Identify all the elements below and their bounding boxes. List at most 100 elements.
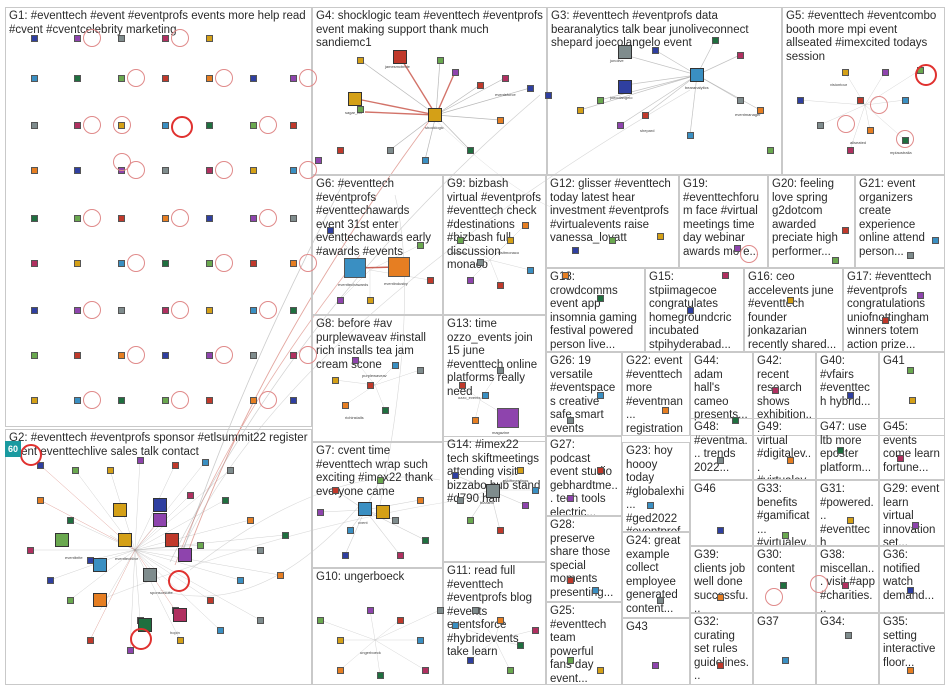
cvent-logo[interactable] xyxy=(358,502,372,516)
vertex[interactable] xyxy=(452,472,459,479)
vertex[interactable] xyxy=(882,317,889,324)
isolate-vertex[interactable] xyxy=(118,35,125,42)
vertex[interactable] xyxy=(907,252,914,259)
vertex[interactable] xyxy=(392,517,399,524)
vertex[interactable] xyxy=(647,502,654,509)
vertex[interactable] xyxy=(717,594,724,601)
vertex[interactable] xyxy=(642,112,649,119)
isolate-vertex[interactable] xyxy=(74,307,81,314)
vertex[interactable] xyxy=(657,597,664,604)
eventtech-logo[interactable] xyxy=(388,257,410,277)
vertex[interactable] xyxy=(737,97,744,104)
vertex[interactable] xyxy=(617,122,624,129)
vertex[interactable] xyxy=(737,52,744,59)
vertex[interactable] xyxy=(237,577,244,584)
vertex[interactable] xyxy=(532,627,539,634)
vertex[interactable] xyxy=(842,69,849,76)
vertex[interactable] xyxy=(497,282,504,289)
bearanalytics-avatar[interactable] xyxy=(690,68,704,82)
vertex[interactable] xyxy=(417,367,424,374)
profile-avatar[interactable] xyxy=(618,80,632,94)
vertex[interactable] xyxy=(507,667,514,674)
isolate-vertex[interactable] xyxy=(290,122,297,129)
vertex[interactable] xyxy=(817,122,824,129)
vertex[interactable] xyxy=(497,117,504,124)
vertex[interactable] xyxy=(387,147,394,154)
profile-avatar[interactable] xyxy=(348,92,362,106)
vertex[interactable] xyxy=(422,537,429,544)
vertex[interactable] xyxy=(337,667,344,674)
vertex[interactable] xyxy=(712,37,719,44)
vertex[interactable] xyxy=(337,637,344,644)
vertex[interactable] xyxy=(342,552,349,559)
vertex[interactable] xyxy=(845,632,852,639)
isolate-vertex[interactable] xyxy=(206,167,213,174)
isolate-vertex[interactable] xyxy=(162,260,169,267)
vertex[interactable] xyxy=(467,147,474,154)
vertex[interactable] xyxy=(277,572,284,579)
vertex[interactable] xyxy=(202,459,209,466)
vertex[interactable] xyxy=(47,577,54,584)
vertex[interactable] xyxy=(392,362,399,369)
vertex[interactable] xyxy=(357,57,364,64)
isolate-vertex[interactable] xyxy=(250,167,257,174)
vertex[interactable] xyxy=(545,92,552,99)
profile-avatar[interactable] xyxy=(113,503,127,517)
isolate-vertex[interactable] xyxy=(290,167,297,174)
isolate-vertex[interactable] xyxy=(162,35,169,42)
vertex[interactable] xyxy=(787,297,794,304)
isolate-vertex[interactable] xyxy=(250,122,257,129)
vertex[interactable] xyxy=(37,462,44,469)
isolate-vertex[interactable] xyxy=(31,122,38,129)
shocklogic-avatar[interactable] xyxy=(428,108,442,122)
isolate-vertex[interactable] xyxy=(162,307,169,314)
vertex[interactable] xyxy=(472,417,479,424)
profile-avatar[interactable] xyxy=(93,593,107,607)
profile-avatar[interactable] xyxy=(55,533,69,547)
vertex[interactable] xyxy=(787,457,794,464)
vertex[interactable] xyxy=(467,517,474,524)
vertex[interactable] xyxy=(837,447,844,454)
isolate-vertex[interactable] xyxy=(31,307,38,314)
vertex[interactable] xyxy=(722,272,729,279)
isolate-vertex[interactable] xyxy=(74,35,81,42)
bizzabo-avatar[interactable] xyxy=(486,484,500,498)
vertex[interactable] xyxy=(597,392,604,399)
isolate-vertex[interactable] xyxy=(31,75,38,82)
vertex[interactable] xyxy=(377,477,384,484)
isolate-vertex[interactable] xyxy=(118,352,125,359)
vertex[interactable] xyxy=(137,457,144,464)
vertex[interactable] xyxy=(187,492,194,499)
vertex[interactable] xyxy=(917,292,924,299)
vertex[interactable] xyxy=(472,607,479,614)
vertex[interactable] xyxy=(367,297,374,304)
vertex[interactable] xyxy=(597,295,604,302)
vertex[interactable] xyxy=(452,69,459,76)
vertex[interactable] xyxy=(477,82,484,89)
vertex[interactable] xyxy=(902,97,909,104)
profile-avatar[interactable] xyxy=(143,568,157,582)
vertex[interactable] xyxy=(502,75,509,82)
isolate-vertex[interactable] xyxy=(250,260,257,267)
vertex[interactable] xyxy=(882,69,889,76)
vertex[interactable] xyxy=(417,637,424,644)
vertex[interactable] xyxy=(177,637,184,644)
vertex[interactable] xyxy=(317,617,324,624)
vertex[interactable] xyxy=(577,107,584,114)
vertex[interactable] xyxy=(127,647,134,654)
vertex[interactable] xyxy=(315,157,322,164)
vertex[interactable] xyxy=(352,357,359,364)
vertex[interactable] xyxy=(257,617,264,624)
vertex[interactable] xyxy=(67,517,74,524)
isolate-vertex[interactable] xyxy=(250,215,257,222)
vertex[interactable] xyxy=(842,582,849,589)
isolate-vertex[interactable] xyxy=(290,260,297,267)
vertex[interactable] xyxy=(717,457,724,464)
isolate-vertex[interactable] xyxy=(250,307,257,314)
vertex[interactable] xyxy=(847,147,854,154)
vertex[interactable] xyxy=(572,247,579,254)
vertex[interactable] xyxy=(477,259,484,266)
isolate-vertex[interactable] xyxy=(74,122,81,129)
vertex[interactable] xyxy=(222,497,229,504)
vertex[interactable] xyxy=(662,407,669,414)
